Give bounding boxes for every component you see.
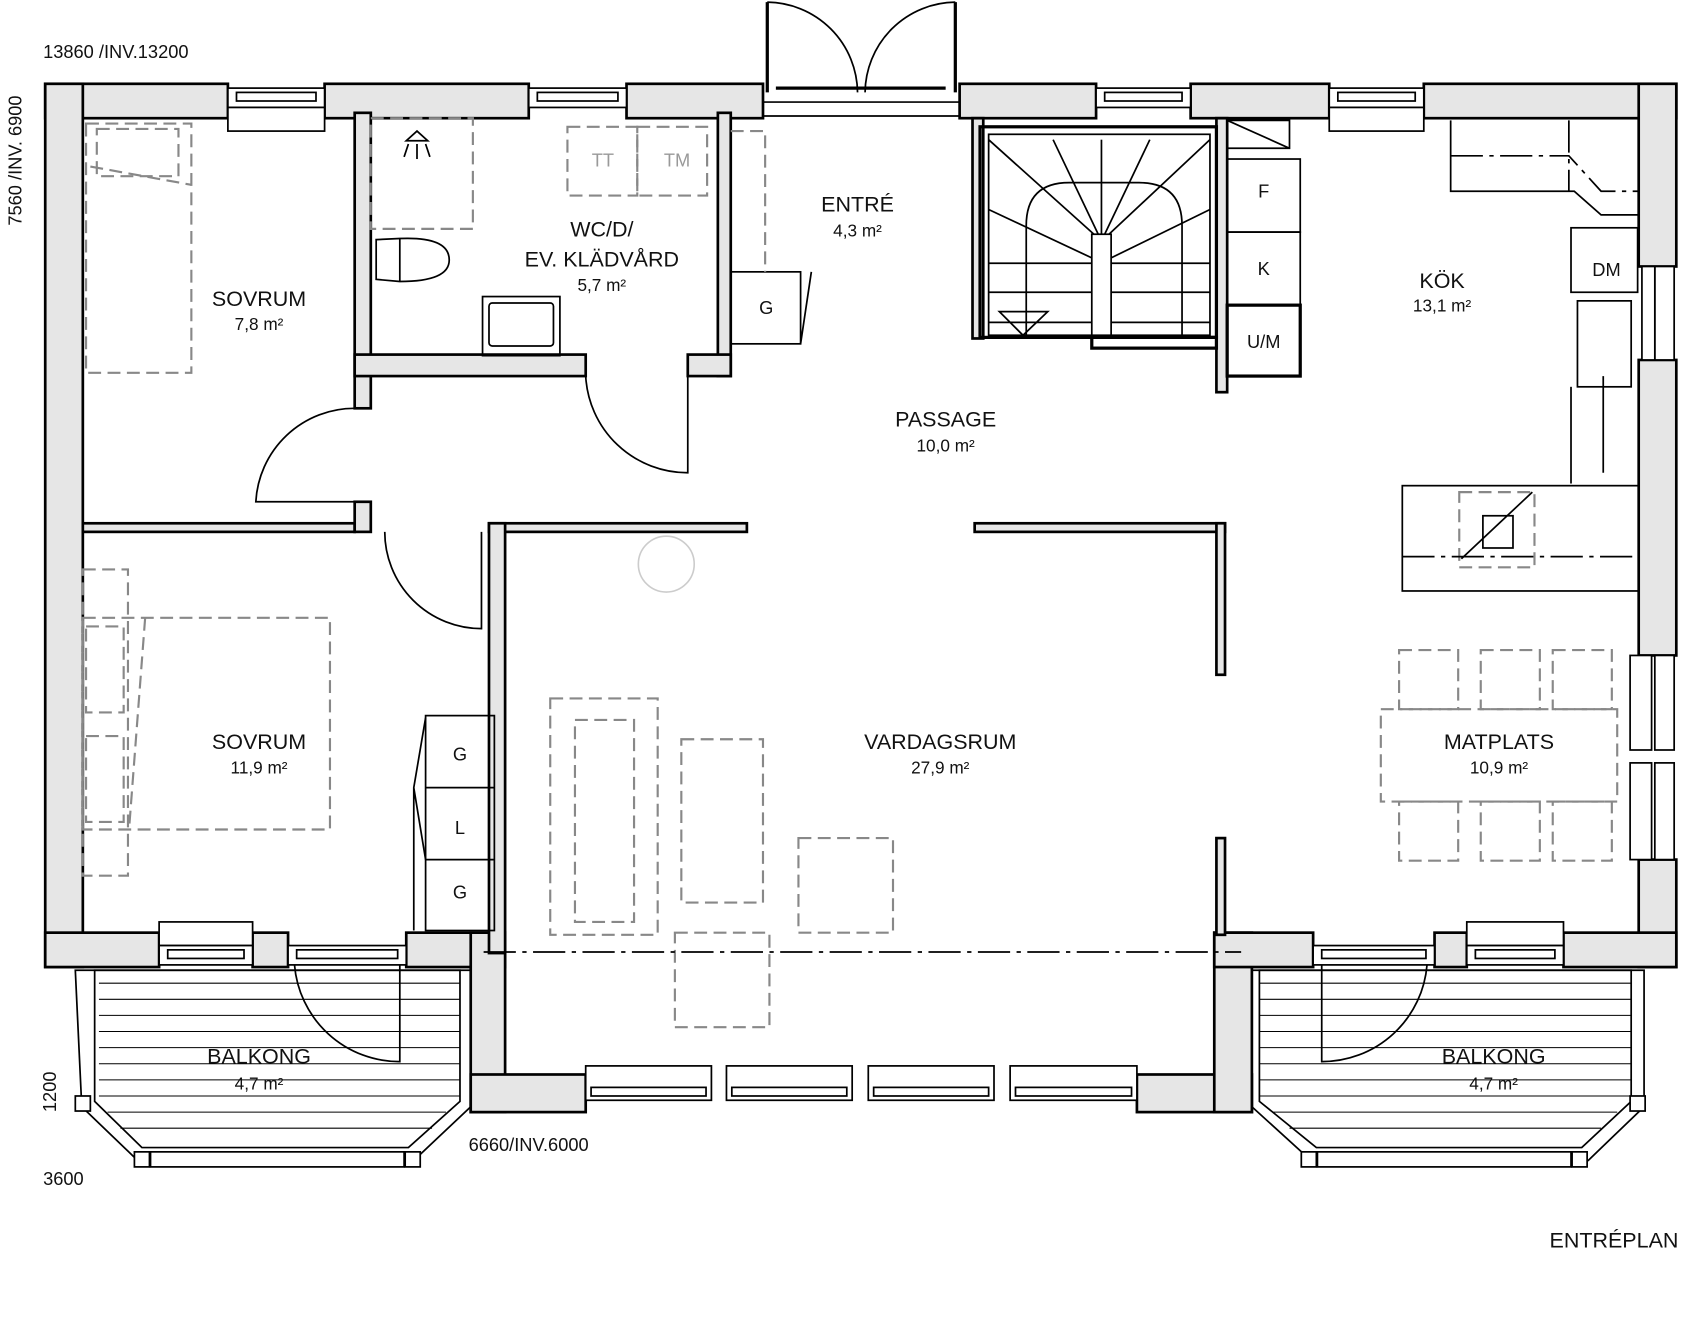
entry-wardrobe: G [729,130,813,345]
svg-text:MATPLATS: MATPLATS [1444,730,1554,754]
svg-text:SOVRUM: SOVRUM [212,287,306,311]
dimension-left-height: 7560 /INV. 6900 [5,95,26,225]
svg-text:7,8 m²: 7,8 m² [235,314,284,334]
svg-text:11,9 m²: 11,9 m² [231,758,288,778]
svg-text:13,1 m²: 13,1 m² [1413,296,1472,316]
oven-micro-label: U/M [1247,331,1280,352]
interior-doors[interactable] [254,376,1428,1063]
dimension-balcony-depth: 1200 [39,1071,60,1112]
kitchen-counters: DM [1401,120,1640,592]
freezer-label: K [1258,258,1270,279]
svg-text:10,0 m²: 10,0 m² [917,435,976,455]
room-balkong-right: BALKONG 4,7 m² [1442,1045,1546,1094]
fridge-label: F [1258,181,1269,202]
staircase [978,125,1219,350]
svg-text:BALKONG: BALKONG [1442,1045,1546,1069]
room-entre: ENTRÉ 4,3 m² [821,192,894,241]
room-wc: WC/D/ EV. KLÄDVÅRD 5,7 m² [525,217,679,295]
living-furniture [483,535,1619,1029]
room-passage: PASSAGE 10,0 m² [895,408,996,456]
svg-text:4,3 m²: 4,3 m² [833,220,882,240]
interior-walls [81,111,1229,955]
svg-text:SOVRUM: SOVRUM [212,730,306,754]
shower-icon [403,129,431,160]
windows [158,87,1676,1102]
svg-text:4,7 m²: 4,7 m² [1469,1074,1518,1094]
svg-text:G: G [453,744,467,765]
kitchen-appliances: F K U/M [1225,119,1302,378]
svg-text:ENTRÉ: ENTRÉ [821,192,894,217]
svg-text:EV. KLÄDVÅRD: EV. KLÄDVÅRD [525,247,679,271]
dishwasher-label: DM [1592,259,1620,280]
svg-text:L: L [455,817,465,838]
room-vardagsrum: VARDAGSRUM 27,9 m² [864,730,1016,778]
washing-machine-label: TM [664,150,690,171]
svg-text:KÖK: KÖK [1419,269,1465,293]
svg-text:WC/D/: WC/D/ [570,217,633,241]
svg-text:G: G [759,297,773,318]
dimension-top-width: 13860 /INV.13200 [43,41,188,62]
room-matplats: MATPLATS 10,9 m² [1444,730,1554,778]
exterior-walls [43,82,1678,1114]
room-kok: KÖK 13,1 m² [1413,269,1472,316]
svg-text:PASSAGE: PASSAGE [895,408,996,432]
svg-text:G: G [453,881,467,902]
svg-text:VARDAGSRUM: VARDAGSRUM [864,730,1016,754]
room-sovrum-small: SOVRUM 7,8 m² [212,287,306,334]
room-sovrum-large: SOVRUM 11,9 m² [212,730,306,778]
bedroom-furniture: G L G [81,122,496,932]
dimension-balcony-width: 3600 [43,1168,84,1189]
svg-text:27,9 m²: 27,9 m² [911,758,970,778]
entrance-door[interactable] [762,1,960,117]
tumble-dryer-label: TT [592,150,614,171]
bathroom-fixtures: TT TM [369,117,709,357]
room-balkong-left: BALKONG 4,7 m² [207,1045,311,1094]
svg-text:5,7 m²: 5,7 m² [577,275,626,295]
svg-text:BALKONG: BALKONG [207,1045,311,1069]
dimension-living-bay: 6660/INV.6000 [469,1134,589,1155]
plan-title: ENTRÉPLAN [1550,1227,1679,1252]
svg-text:10,9 m²: 10,9 m² [1470,758,1529,778]
svg-text:4,7 m²: 4,7 m² [235,1074,284,1094]
balcony-left [74,969,472,1168]
